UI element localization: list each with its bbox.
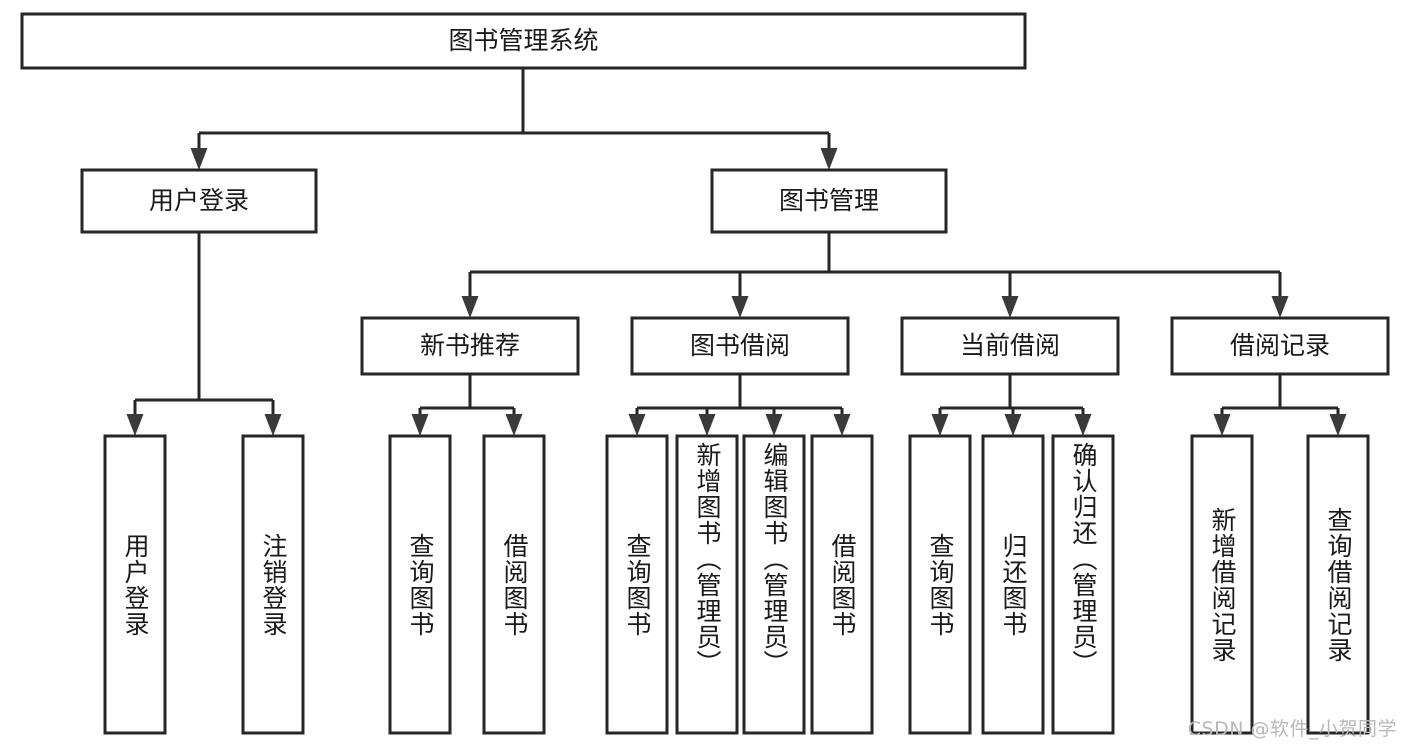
node-box-leaf-add-record[interactable] [1190,434,1254,735]
node-box-book-borrow[interactable] [630,316,850,376]
arrow-head-user-login [190,148,208,170]
node-label-root: 图书管理系统 [448,26,598,55]
node-label-book-borrow: 图书借阅 [690,331,790,360]
node-label-user-login: 用户登录 [149,186,249,215]
node-box-leaf-return-book[interactable] [981,434,1045,735]
arrow-head-leaf-borrow-book-1 [505,414,523,436]
node-box-book-manage[interactable] [710,168,948,234]
arrow-head-leaf-add-book [698,414,716,436]
arrow-head-leaf-return-book [1004,414,1022,436]
arrow-head-current-borrow [1001,296,1019,318]
watermark-text: CSDN @软件_小贺同学 [1187,718,1397,740]
arrow-head-leaf-logout [264,414,282,436]
node-box-user-login[interactable] [80,168,318,234]
node-box-leaf-query-book-2[interactable] [605,434,669,735]
node-label-new-book-recommend: 新书推荐 [420,331,520,360]
node-box-leaf-logout[interactable] [241,434,305,735]
node-box-leaf-query-book-3[interactable] [908,434,972,735]
node-label-borrow-record: 借阅记录 [1230,331,1330,360]
node-box-leaf-user-login[interactable] [103,434,167,735]
node-box-leaf-query-book-1[interactable] [388,434,452,735]
node-box-leaf-borrow-book-1[interactable] [482,434,546,735]
node-label-current-borrow: 当前借阅 [960,331,1060,360]
node-box-leaf-add-book[interactable] [675,434,739,735]
arrow-head-leaf-query-book-1 [411,414,429,436]
node-box-root[interactable] [20,12,1027,70]
arrow-head-leaf-user-login [126,414,144,436]
arrow-head-leaf-borrow-book-2 [833,414,851,436]
node-box-leaf-confirm-return[interactable] [1051,434,1115,735]
arrow-head-leaf-add-record [1213,414,1231,436]
node-box-current-borrow[interactable] [900,316,1120,376]
arrow-head-book-borrow [731,296,749,318]
arrow-head-book-manage [820,148,838,170]
arrow-head-new-book-recommend [461,296,479,318]
node-box-leaf-borrow-book-2[interactable] [810,434,874,735]
node-box-leaf-edit-book[interactable] [742,434,806,735]
arrow-head-leaf-query-record [1329,414,1347,436]
node-box-borrow-record[interactable] [1170,316,1390,376]
node-box-leaf-query-record[interactable] [1306,434,1370,735]
nodes-layer [20,12,1390,735]
arrow-head-leaf-query-book-3 [931,414,949,436]
arrow-head-leaf-edit-book [765,414,783,436]
node-label-book-manage: 图书管理 [779,186,879,215]
node-box-new-book-recommend[interactable] [360,316,580,376]
arrow-head-leaf-query-book-2 [628,414,646,436]
connectors-layer [126,68,1347,436]
arrow-head-borrow-record [1271,296,1289,318]
arrow-head-leaf-confirm-return [1074,414,1092,436]
